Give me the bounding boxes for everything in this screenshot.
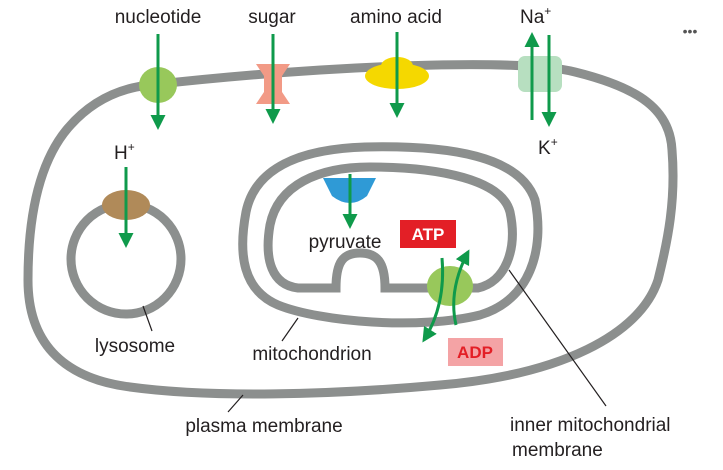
mitochondrion-leader [281, 317, 299, 342]
adp-label: ADP [457, 343, 493, 362]
plasma-membrane-leader [227, 394, 244, 413]
plasma-membrane-label: plasma membrane [185, 416, 342, 437]
inner-mitochondrial-membrane [263, 162, 517, 293]
plasma-membrane [23, 60, 678, 399]
h-label: H+ [114, 140, 135, 164]
adp-in-arrow [422, 257, 445, 343]
k-label: K+ [538, 135, 558, 159]
mitochondrion-label: mitochondrion [252, 344, 371, 365]
lysosome-leader [142, 305, 153, 332]
lysosome-label: lysosome [95, 336, 175, 357]
sugar-label: sugar [248, 7, 296, 28]
na-label: Na+ [520, 4, 551, 28]
atp-label: ATP [412, 225, 445, 244]
pyruvate-label: pyruvate [309, 232, 382, 253]
more-options-button[interactable]: ••• [683, 23, 698, 39]
na-k-pump [518, 56, 562, 92]
adp-tag [448, 338, 503, 366]
atp-tag [400, 220, 456, 248]
atp-out-arrow [452, 249, 470, 326]
amino-acid-label: amino acid [350, 7, 442, 28]
inner-mito-label-line1: inner mitochondrial [510, 415, 671, 436]
inner-mito-leader [508, 269, 607, 407]
mitochondrion-outer-membrane [238, 142, 543, 328]
inner-mito-label-line2: membrane [512, 440, 603, 461]
atp-adp-exchanger [427, 266, 473, 306]
nucleotide-label: nucleotide [115, 7, 202, 28]
